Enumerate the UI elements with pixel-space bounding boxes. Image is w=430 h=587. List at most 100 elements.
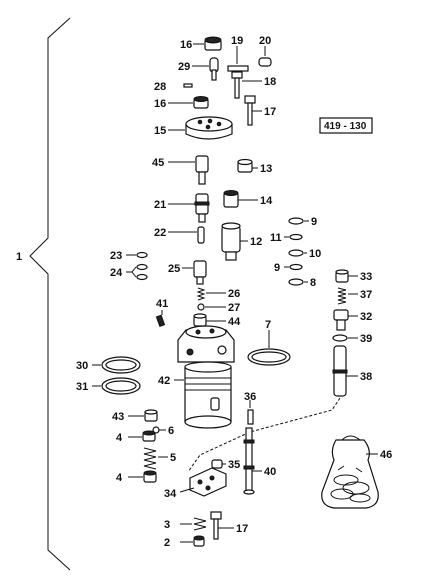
callout-28: 28 <box>154 81 166 93</box>
figure-code-box: 419 - 130 <box>319 117 373 134</box>
part-40-pushrod <box>243 427 255 495</box>
callout-16-top: 16 <box>180 39 192 51</box>
part-23-ring <box>136 251 148 259</box>
part-38-tube <box>332 345 348 397</box>
callout-18: 18 <box>264 76 276 88</box>
part-17-screw-upper <box>244 95 256 126</box>
callout-23: 23 <box>110 250 122 262</box>
callout-24: 24 <box>110 267 123 279</box>
part-10-ring <box>288 249 304 257</box>
callout-22: 22 <box>154 227 166 239</box>
callout-8: 8 <box>310 277 316 289</box>
figure-code: 419 - 130 <box>324 121 367 132</box>
callout-25: 25 <box>168 263 180 275</box>
part-28-pin <box>183 83 193 88</box>
callout-4-lower: 4 <box>116 472 123 484</box>
connection-dash-38 <box>187 397 341 473</box>
callout-6: 6 <box>168 425 174 437</box>
callout-33: 33 <box>360 271 372 283</box>
part-32-fitting <box>333 309 349 331</box>
part-26-spring <box>196 287 206 301</box>
callout-37: 37 <box>360 289 372 301</box>
part-46-bag <box>321 435 379 509</box>
callout-44: 44 <box>228 316 241 328</box>
part-22-pin <box>197 226 205 244</box>
callout-38: 38 <box>360 371 372 383</box>
callout-11: 11 <box>270 232 282 244</box>
part-7-ring <box>247 348 291 366</box>
part-8-ring <box>288 278 304 286</box>
part-21-valve-body <box>194 193 210 223</box>
callout-31: 31 <box>76 381 88 393</box>
callout-46: 46 <box>380 449 392 461</box>
part-17-screw-lower <box>210 511 222 540</box>
callout-3: 3 <box>164 519 170 531</box>
callout-20: 20 <box>259 35 271 47</box>
part-19-pin <box>227 65 249 72</box>
part-43-cap <box>144 409 158 422</box>
callout-14: 14 <box>260 195 273 207</box>
part-12-cylinder <box>221 222 241 261</box>
callout-29: 29 <box>178 61 190 73</box>
callout-27: 27 <box>228 302 240 314</box>
callout-16-lower: 16 <box>154 98 166 110</box>
part-9-ring-upper <box>288 217 304 225</box>
callout-41: 41 <box>156 298 168 310</box>
callout-10: 10 <box>309 248 321 260</box>
callout-45: 45 <box>152 157 164 169</box>
part-30-ring <box>101 356 141 374</box>
part-11-ring <box>289 233 303 241</box>
part-27-ball <box>197 303 205 311</box>
assembly-brace <box>29 17 71 571</box>
part-36-rod <box>247 409 254 425</box>
callout-4-upper: 4 <box>116 432 123 444</box>
part-3-spring <box>193 517 207 531</box>
callout-40: 40 <box>264 466 276 478</box>
part-4-seat-lower <box>143 470 157 483</box>
part-5-spring <box>143 447 157 470</box>
part-15-disc <box>185 116 233 140</box>
part-16-cap-lower <box>193 96 209 109</box>
callout-7: 7 <box>265 319 271 331</box>
part-45-plunger <box>195 155 209 185</box>
callout-9-upper: 9 <box>311 216 317 228</box>
part-20-plug <box>258 57 272 67</box>
part-35-cap <box>211 459 223 469</box>
part-41-pin <box>155 314 166 328</box>
part-14-fitting <box>223 190 239 208</box>
callout-34: 34 <box>164 488 177 500</box>
callout-43: 43 <box>112 411 124 423</box>
callout-39: 39 <box>360 333 372 345</box>
callout-17-lower: 17 <box>236 523 248 535</box>
callout-2: 2 <box>164 537 170 549</box>
part-37-spring <box>337 287 347 305</box>
callout-9-lower: 9 <box>274 262 280 274</box>
callout-21: 21 <box>154 199 166 211</box>
part-13-sleeve <box>237 158 253 173</box>
callout-13: 13 <box>260 163 272 175</box>
part-4-seat-upper <box>142 430 156 442</box>
callout-30: 30 <box>76 360 88 372</box>
callout-1: 1 <box>16 251 22 263</box>
callout-32: 32 <box>360 311 372 323</box>
part-24-rings <box>136 263 148 281</box>
callout-36: 36 <box>244 391 256 403</box>
part-16-cap <box>204 36 222 51</box>
callout-17-upper: 17 <box>264 106 276 118</box>
part-29-valve <box>209 57 219 81</box>
part-44-cap <box>193 313 207 327</box>
callout-15: 15 <box>154 125 166 137</box>
callout-35: 35 <box>228 459 240 471</box>
part-2-cap <box>193 535 205 547</box>
part-31-ring <box>101 377 141 395</box>
part-33-nut <box>335 269 349 283</box>
callout-26: 26 <box>228 288 240 300</box>
callout-5: 5 <box>170 452 176 464</box>
part-9-ring-lower <box>289 263 303 271</box>
part-34-plate <box>189 467 227 497</box>
part-18-bolt <box>231 71 243 99</box>
callout-19: 19 <box>231 35 243 47</box>
callout-12: 12 <box>250 236 262 248</box>
callout-42: 42 <box>158 375 170 387</box>
